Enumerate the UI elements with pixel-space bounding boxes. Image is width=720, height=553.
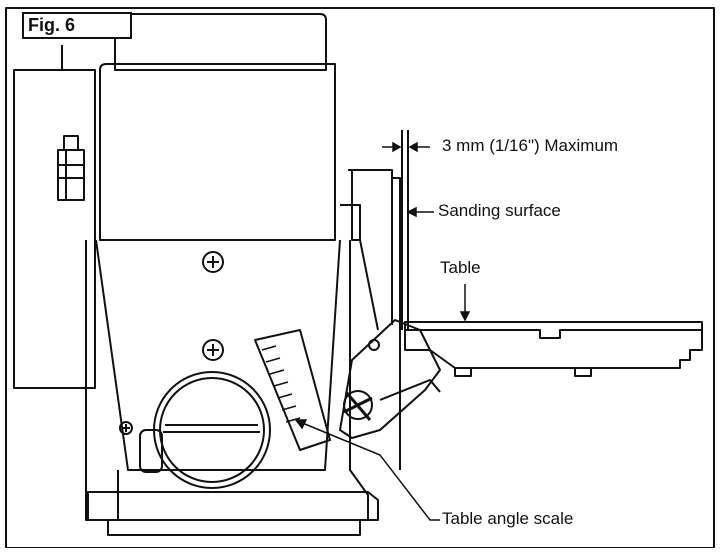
- lower-housing: [85, 240, 369, 521]
- angle-scale: [254, 329, 331, 451]
- base: [87, 491, 379, 521]
- table-callout: Table: [440, 258, 481, 277]
- sanding-surface-callout: Sanding surface: [438, 201, 561, 220]
- figure-label: Fig. 6: [22, 12, 132, 39]
- left-clamp: [57, 149, 85, 201]
- screw-2: [202, 339, 224, 361]
- top-housing: [114, 13, 327, 71]
- figure-border: [5, 7, 715, 549]
- gap-callout: 3 mm (1/16") Maximum: [442, 136, 619, 155]
- angle-scale-callout: Table angle scale: [442, 509, 574, 528]
- left-knob: [63, 135, 79, 151]
- dust-bracket: [139, 429, 163, 473]
- table: [404, 321, 703, 369]
- trunnion: [339, 319, 441, 439]
- left-panel: [13, 69, 96, 389]
- screw-1: [202, 251, 224, 273]
- inner-taper: [95, 239, 341, 471]
- lock-knob: [343, 390, 373, 420]
- disc-plate: [348, 169, 393, 325]
- motor-block: [99, 63, 336, 241]
